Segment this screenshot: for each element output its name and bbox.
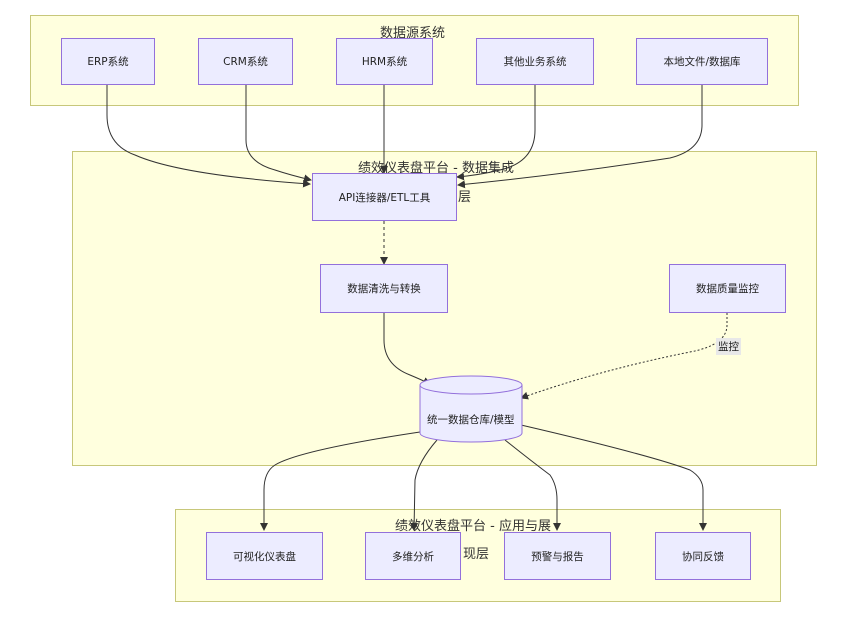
node-visual-dashboard[interactable]: 可视化仪表盘 xyxy=(206,532,323,580)
node-multidim-analysis[interactable]: 多维分析 xyxy=(365,532,461,580)
node-local-files-db[interactable]: 本地文件/数据库 xyxy=(636,38,768,85)
warehouse-label: 统一数据仓库/模型 xyxy=(427,414,515,426)
cluster-title-data-sources: 数据源系统 xyxy=(380,26,446,41)
cluster-title-integration-wrap: 层 xyxy=(458,190,472,205)
node-data-cleaning[interactable]: 数据清洗与转换 xyxy=(320,264,448,313)
node-unified-warehouse[interactable] xyxy=(419,375,523,443)
node-collab-feedback[interactable]: 协同反馈 xyxy=(655,532,751,580)
node-erp-system[interactable]: ERP系统 xyxy=(61,38,155,85)
node-alerts-reports[interactable]: 预警与报告 xyxy=(504,532,611,580)
cluster-title-presentation-wrap: 现层 xyxy=(463,547,490,562)
node-hrm-system[interactable]: HRM系统 xyxy=(336,38,433,85)
node-api-etl[interactable]: API连接器/ETL工具 xyxy=(312,173,457,221)
node-other-systems[interactable]: 其他业务系统 xyxy=(476,38,594,85)
node-data-quality[interactable]: 数据质量监控 xyxy=(669,264,786,313)
node-crm-system[interactable]: CRM系统 xyxy=(198,38,293,85)
edge-label-monitor: 监控 xyxy=(716,338,741,355)
